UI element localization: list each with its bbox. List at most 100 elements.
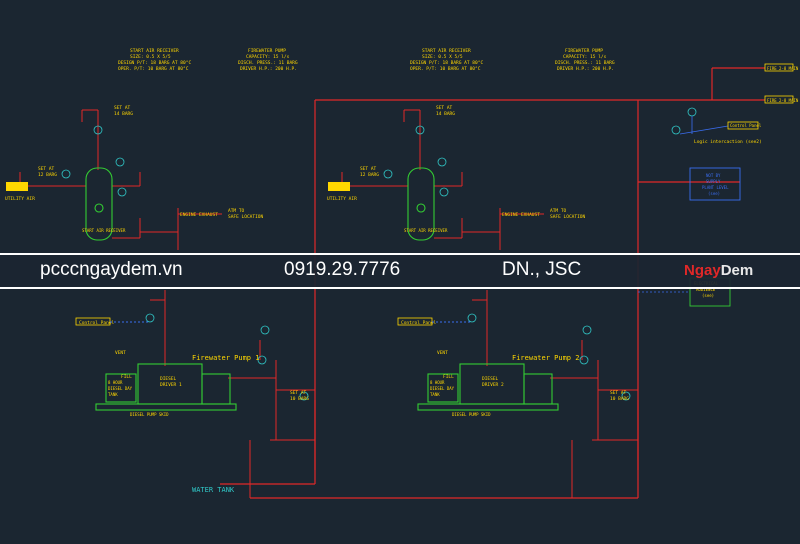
air-receiver-vessel	[407, 167, 435, 241]
unit-1-instruments	[61, 125, 309, 401]
pump-spec-disch: DISCH. PRESS.: 11 BARG	[555, 60, 615, 66]
pump-skid-base	[417, 403, 559, 411]
set-at-right-2: 10 BARG	[290, 396, 309, 402]
watermark-banner: pcccngaydem.vn 0919.29.7776 DN., JSC Nga…	[0, 253, 800, 289]
utility-air-flag	[328, 182, 350, 191]
diesel-tank-2: DIESEL DAY	[108, 386, 133, 391]
water-tank-label: WATER TANK	[192, 486, 235, 494]
box-line-4: (see)	[708, 191, 720, 196]
pressure-gauge-icon	[93, 125, 103, 135]
engine-exhaust-label: ENGINE EXHAUST	[502, 212, 540, 218]
engine-exhaust-label: ENGINE EXHAUST	[180, 212, 218, 218]
unit-2-instruments	[383, 125, 631, 401]
set-at-top-1: SET AT	[114, 105, 131, 111]
receiver-spec-title: START AIR RECEIVER	[130, 48, 179, 54]
set-at-top-1: SET AT	[436, 105, 453, 111]
unit-2-piping	[341, 109, 638, 498]
box-line-2: SUPPLY	[706, 179, 721, 184]
pressure-indicator-icon	[260, 325, 270, 335]
receiver-tag: START AIR RECEIVER	[82, 228, 126, 233]
pump-spec-title: FIREWATER PUMP	[565, 48, 603, 54]
set-at-right-1: SET AT	[290, 390, 307, 396]
receiver-spec-size: SIZE: 0.5 X 5/5	[422, 54, 463, 60]
pressure-gauge-icon	[415, 125, 425, 135]
pressure-indicator-icon	[671, 125, 681, 135]
pump-skid-base	[95, 403, 237, 411]
pump-spec-driver: DRIVER H.P.: 200 H.P.	[240, 66, 297, 72]
control-panel-label: Control Panel	[401, 320, 437, 326]
atm-safe-2: SAFE LOCATION	[550, 214, 586, 220]
pump-spec-disch: DISCH. PRESS.: 11 BARG	[238, 60, 298, 66]
atm-safe-2: SAFE LOCATION	[228, 214, 264, 220]
logo-part-a: Ngay	[684, 262, 721, 279]
diesel-tank-1: 8 HOUR	[108, 380, 123, 385]
set-at-right-1: SET AT	[610, 390, 627, 396]
unit-1-piping	[19, 109, 315, 498]
level-gauge-icon	[117, 187, 127, 197]
receiver-spec-title: START AIR RECEIVER	[422, 48, 471, 54]
diesel-driver-2: DRIVER 2	[482, 382, 504, 388]
fill-label: FILL	[443, 374, 454, 380]
pump-label: Firewater Pump 1	[192, 354, 259, 362]
diesel-tank-3: TANK	[108, 392, 118, 397]
receiver-spec-design: DESIGN P/T: 18 BARG AT 80°C	[118, 60, 191, 66]
unit-1: START AIR RECEIVER SIZE: 0.5 X 5/5 DESIG…	[5, 48, 315, 498]
diesel-driver-1: DIESEL	[160, 376, 177, 382]
pump-spec-capacity: CAPACITY: 15 l/s	[563, 54, 607, 60]
flow-switch-icon	[299, 391, 309, 401]
logic-label: Logic intercaction (see2)	[694, 139, 762, 145]
set-at-top-2: 14 BARG	[114, 111, 133, 117]
diesel-tank-1: 8 HOUR	[430, 380, 445, 385]
right-control-panel-label: Control Panel	[730, 123, 762, 128]
skid-label: DIESEL PUMP SKID	[452, 412, 491, 417]
atm-safe-1: ATM TO	[550, 208, 567, 214]
solenoid-valve-icon	[145, 313, 155, 323]
receiver-spec-design: DESIGN P/T: 18 BARG AT 80°C	[410, 60, 483, 66]
fire-main-flag-2: FIRE 2-8 MAIN	[767, 98, 799, 103]
ngaydem-logo: NgayDem	[684, 262, 753, 279]
receiver-spec-size: SIZE: 0.5 X 5/5	[130, 54, 171, 60]
receiver-spec-oper: OPER. P/T: 10 BARG AT 80°C	[118, 66, 189, 72]
receiver-tag: START AIR RECEIVER	[404, 228, 448, 233]
fill-label: FILL	[121, 374, 132, 380]
control-panel-label: Control Panel	[79, 320, 115, 326]
set-at-mid-2: 12 BARG	[38, 172, 57, 178]
vent-label: VENT	[437, 350, 448, 356]
pump-spec-driver: DRIVER H.P.: 200 H.P.	[557, 66, 614, 72]
flow-switch-icon	[621, 391, 631, 401]
unit-1-equipment	[85, 167, 237, 411]
utility-air-flag	[6, 182, 28, 191]
utility-air-label: UTILITY AIR	[327, 196, 357, 202]
air-receiver-vessel	[85, 167, 113, 241]
unit-2-equipment	[407, 167, 559, 411]
pump-spec-capacity: CAPACITY: 15 l/s	[246, 54, 290, 60]
diesel-driver-1: DIESEL	[482, 376, 499, 382]
diesel-driver-2: DRIVER 1	[160, 382, 182, 388]
diesel-tank-2: DIESEL DAY	[430, 386, 455, 391]
pressure-switch-icon	[687, 107, 697, 117]
set-at-mid-1: SET AT	[360, 166, 377, 172]
fire-main-flag-1: FIRE 2-8 MAIN	[767, 66, 799, 71]
set-at-mid-2: 12 BARG	[360, 172, 379, 178]
pump-label: Firewater Pump 2	[512, 354, 579, 362]
watermark-site[interactable]: pcccngaydem.vn	[40, 259, 183, 280]
diesel-day-tank	[105, 373, 137, 403]
relief-valve-icon	[61, 169, 71, 179]
electrical-2: AUDIENCE	[696, 287, 716, 292]
atm-safe-1: ATM TO	[228, 208, 245, 214]
pressure-indicator-icon	[582, 325, 592, 335]
pressure-switch-icon	[437, 157, 447, 167]
logo-part-b: Dem	[720, 262, 754, 279]
level-gauge-icon	[439, 187, 449, 197]
set-at-mid-1: SET AT	[38, 166, 55, 172]
watermark-phone: 0919.29.7776	[284, 259, 401, 280]
skid-label: DIESEL PUMP SKID	[130, 412, 169, 417]
pressure-transmitter-icon	[579, 355, 589, 365]
unit-2: START AIR RECEIVER SIZE: 0.5 X 5/5 DESIG…	[327, 48, 638, 498]
set-at-top-2: 14 BARG	[436, 111, 455, 117]
pressure-transmitter-icon	[257, 355, 267, 365]
diesel-tank-3: TANK	[430, 392, 440, 397]
diesel-day-tank	[427, 373, 459, 403]
